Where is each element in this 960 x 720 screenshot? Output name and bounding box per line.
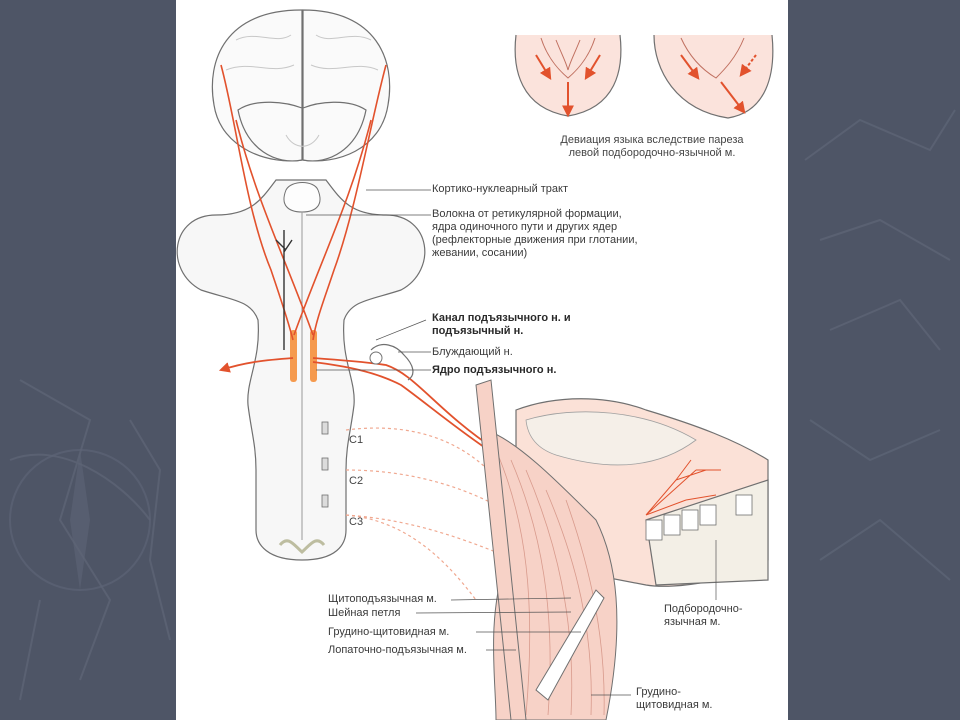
reticular-line-3: (рефлекторные движения при глотании, — [432, 234, 638, 246]
c2-label: C2 — [349, 475, 364, 487]
vagus-label: Блуждающий н. — [432, 346, 513, 358]
anatomy-diagram — [176, 9, 774, 720]
hyoid-rod — [475, 379, 527, 720]
reticular-line-4: жевании, сосании) — [432, 247, 528, 259]
omohyoid-label: Лопаточно-подъязычная м. — [328, 644, 467, 656]
reticular-label: Волокна от ретикулярной формации, ядра о… — [432, 208, 638, 260]
cerebrum — [211, 9, 391, 162]
leader-lines — [306, 189, 717, 696]
c1-label: C1 — [349, 434, 364, 446]
vagus-nerve — [370, 343, 414, 381]
nerve-branches — [645, 459, 721, 516]
nucleus-label: Ядро подъязычного н. — [432, 364, 557, 376]
reticular-line-1: Волокна от ретикулярной формации, — [432, 208, 622, 220]
hypoglossal-nucleus-left — [290, 330, 297, 382]
spinal-crosssection — [278, 539, 326, 554]
tongue-caption: Девиация языка вследствие пареза левой п… — [532, 134, 772, 160]
omohyoid-band — [535, 589, 605, 701]
cerebrum-folds — [225, 34, 379, 147]
canal-line-2: подъязычный н. — [432, 325, 524, 337]
brainstem — [176, 179, 426, 561]
ansa-label: Шейная петля — [328, 607, 401, 619]
muscle-striations — [495, 449, 605, 716]
cervical-roots — [321, 421, 329, 508]
genioglossus-label: Подбородочно- язычная м. — [664, 603, 743, 629]
reticular-line-2: ядра одиночного пути и других ядер — [432, 221, 618, 233]
tongue-surface — [525, 411, 697, 466]
slide-panel: Девиация языка вследствие пареза левой п… — [176, 0, 788, 720]
genioglossus-line-1: Подбородочно- — [664, 603, 743, 615]
cortico-nuclear-tract — [220, 64, 387, 341]
thyrohyoid-label: Щитоподъязычная м. — [328, 593, 437, 605]
pons-bulge — [283, 182, 321, 213]
canal-line-1: Канал подъязычного н. и — [432, 312, 571, 324]
genioglossus-line-2: язычная м. — [664, 616, 721, 628]
c3-label: C3 — [349, 516, 364, 528]
canal-label: Канал подъязычного н. и подъязычный н. — [432, 312, 571, 338]
hypoglossal-nucleus-right — [310, 330, 317, 382]
cortico-tract-label: Кортико-нуклеарный тракт — [432, 183, 569, 195]
sternothyroid2-line-2: щитовидная м. — [636, 699, 713, 711]
sternothyroid-label: Грудино-щитовидная м. — [328, 626, 450, 638]
reticular-fibres — [275, 230, 293, 350]
tongue-deviated-figure — [653, 34, 774, 119]
tongue-caption-line-1: Девиация языка вследствие пареза — [560, 134, 744, 146]
sternothyroid2-line-1: Грудино- — [636, 686, 681, 698]
teeth — [645, 494, 753, 541]
tongue-normal-figure — [514, 34, 622, 118]
tongue-caption-line-2: левой подбородочно-язычной м. — [568, 147, 736, 159]
sternothyroid2-label: Грудино- щитовидная м. — [636, 686, 712, 712]
